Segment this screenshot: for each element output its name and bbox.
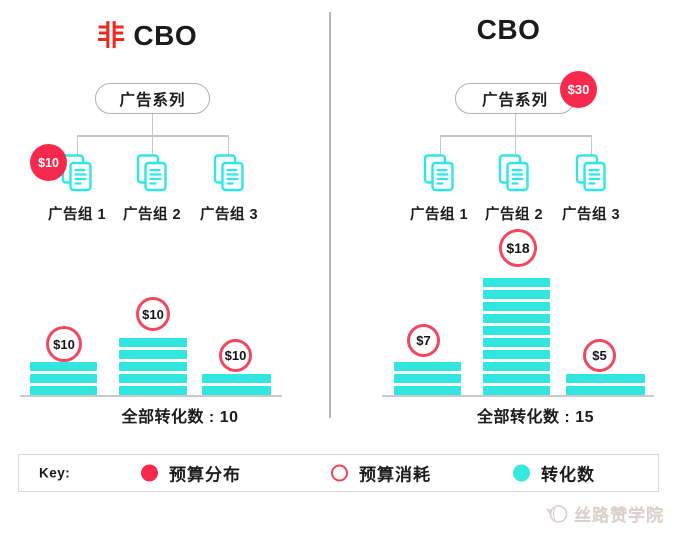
ad-group-label: 广告组 1 <box>409 207 469 223</box>
conversion-bar <box>483 326 550 335</box>
spend-circle: $10 <box>46 326 82 362</box>
conversion-stack <box>566 374 645 395</box>
baseline <box>20 395 282 397</box>
ad-group-3: 广告组 3 <box>187 153 271 224</box>
legend: Key: 预算分布 预算消耗 转化数 <box>18 454 659 492</box>
ad-group-2: 广告组 2 <box>472 153 556 224</box>
conversion-bar <box>483 278 550 287</box>
conversion-bar <box>483 350 550 359</box>
conversion-bar <box>483 314 550 323</box>
conversion-bar <box>119 338 187 347</box>
legend-item-budget-spend: 预算消耗 <box>331 461 431 486</box>
conversion-bar <box>30 362 97 371</box>
connector-line <box>439 135 442 157</box>
ad-documents-icon <box>213 154 244 192</box>
ad-group-label: 广告组 3 <box>561 207 621 223</box>
campaign-node: 广告系列 <box>455 83 575 114</box>
legend-item-budget-allocation: 预算分布 <box>141 461 241 486</box>
conversion-bar <box>566 386 645 395</box>
conversion-stack <box>483 278 550 395</box>
ad-documents-icon <box>423 154 454 192</box>
ad-group-1: 广告组 1 <box>397 153 481 224</box>
conversion-bar <box>483 302 550 311</box>
ad-documents-icon <box>575 154 606 192</box>
ad-group-2: 广告组 2 <box>110 153 194 224</box>
conversion-bar <box>119 374 187 383</box>
conversion-bar <box>30 374 97 383</box>
conversion-bar <box>202 374 271 383</box>
baseline <box>382 395 654 397</box>
total-conversions: 全部转化数 : 15 <box>476 409 595 426</box>
filled-red-dot-icon <box>141 464 158 482</box>
connector-line <box>151 135 154 157</box>
ad-documents-icon <box>61 154 92 192</box>
connector-line <box>151 113 154 136</box>
connector-line <box>514 113 517 136</box>
conversion-bar <box>394 374 461 383</box>
spend-circle: $7 <box>407 324 440 357</box>
connector-line <box>590 135 593 157</box>
legend-item-conversions: 转化数 <box>513 461 595 486</box>
conversion-bar <box>483 386 550 395</box>
ad-documents-icon <box>136 154 167 192</box>
watermark-logo-icon <box>545 504 568 523</box>
conversion-stack <box>119 338 187 395</box>
legend-item-label: 转化数 <box>541 465 595 485</box>
watermark: 丝路赞学院 <box>545 501 664 526</box>
conversion-bar <box>483 338 550 347</box>
ad-group-label: 广告组 2 <box>484 207 544 223</box>
ad-group-1: 广告组 1 <box>35 153 119 224</box>
conversion-bar <box>566 374 645 383</box>
ad-group-label: 广告组 1 <box>47 207 107 223</box>
title-main: CBO <box>476 14 541 45</box>
conversion-bar <box>119 386 187 395</box>
panel-cbo: CBO 广告系列 $30 广告组 1 广告组 2 广告组 3 $7 $18 $5 <box>339 0 678 543</box>
spend-circle: $18 <box>499 229 537 267</box>
spend-circle: $5 <box>583 339 616 372</box>
conversion-bar <box>119 362 187 371</box>
conversion-stack <box>394 362 461 395</box>
legend-item-label: 预算消耗 <box>359 465 431 485</box>
filled-cyan-dot-icon <box>513 464 530 482</box>
divider-line <box>329 12 331 418</box>
connector-line <box>227 135 230 157</box>
budget-badge: $10 <box>30 144 67 181</box>
outline-red-dot-icon <box>331 464 348 482</box>
conversion-bar <box>483 290 550 299</box>
ad-documents-icon <box>498 154 529 192</box>
total-conversions: 全部转化数 : 10 <box>121 409 239 426</box>
conversion-bar <box>394 386 461 395</box>
conversion-stack <box>30 362 97 395</box>
ad-group-label: 广告组 3 <box>199 207 259 223</box>
panel-title: CBO <box>339 14 678 46</box>
watermark-text: 丝路赞学院 <box>574 506 664 525</box>
campaign-node: 广告系列 <box>95 83 210 114</box>
conversion-bar <box>202 386 271 395</box>
spend-circle: $10 <box>219 339 252 372</box>
legend-key-label: Key: <box>39 465 71 481</box>
conversion-bar <box>483 374 550 383</box>
title-main: CBO <box>133 20 198 51</box>
conversion-bar <box>483 362 550 371</box>
spend-circle: $10 <box>136 297 170 331</box>
conversion-stack <box>202 374 271 395</box>
title-prefix: 非 <box>96 20 126 51</box>
connector-line <box>514 135 517 157</box>
ad-group-label: 广告组 2 <box>122 207 182 223</box>
conversion-bar <box>119 350 187 359</box>
conversion-bar <box>30 386 97 395</box>
ad-group-3: 广告组 3 <box>549 153 633 224</box>
connector-line <box>76 135 79 157</box>
conversion-bar <box>394 362 461 371</box>
legend-item-label: 预算分布 <box>169 465 241 485</box>
budget-badge: $30 <box>560 71 597 108</box>
